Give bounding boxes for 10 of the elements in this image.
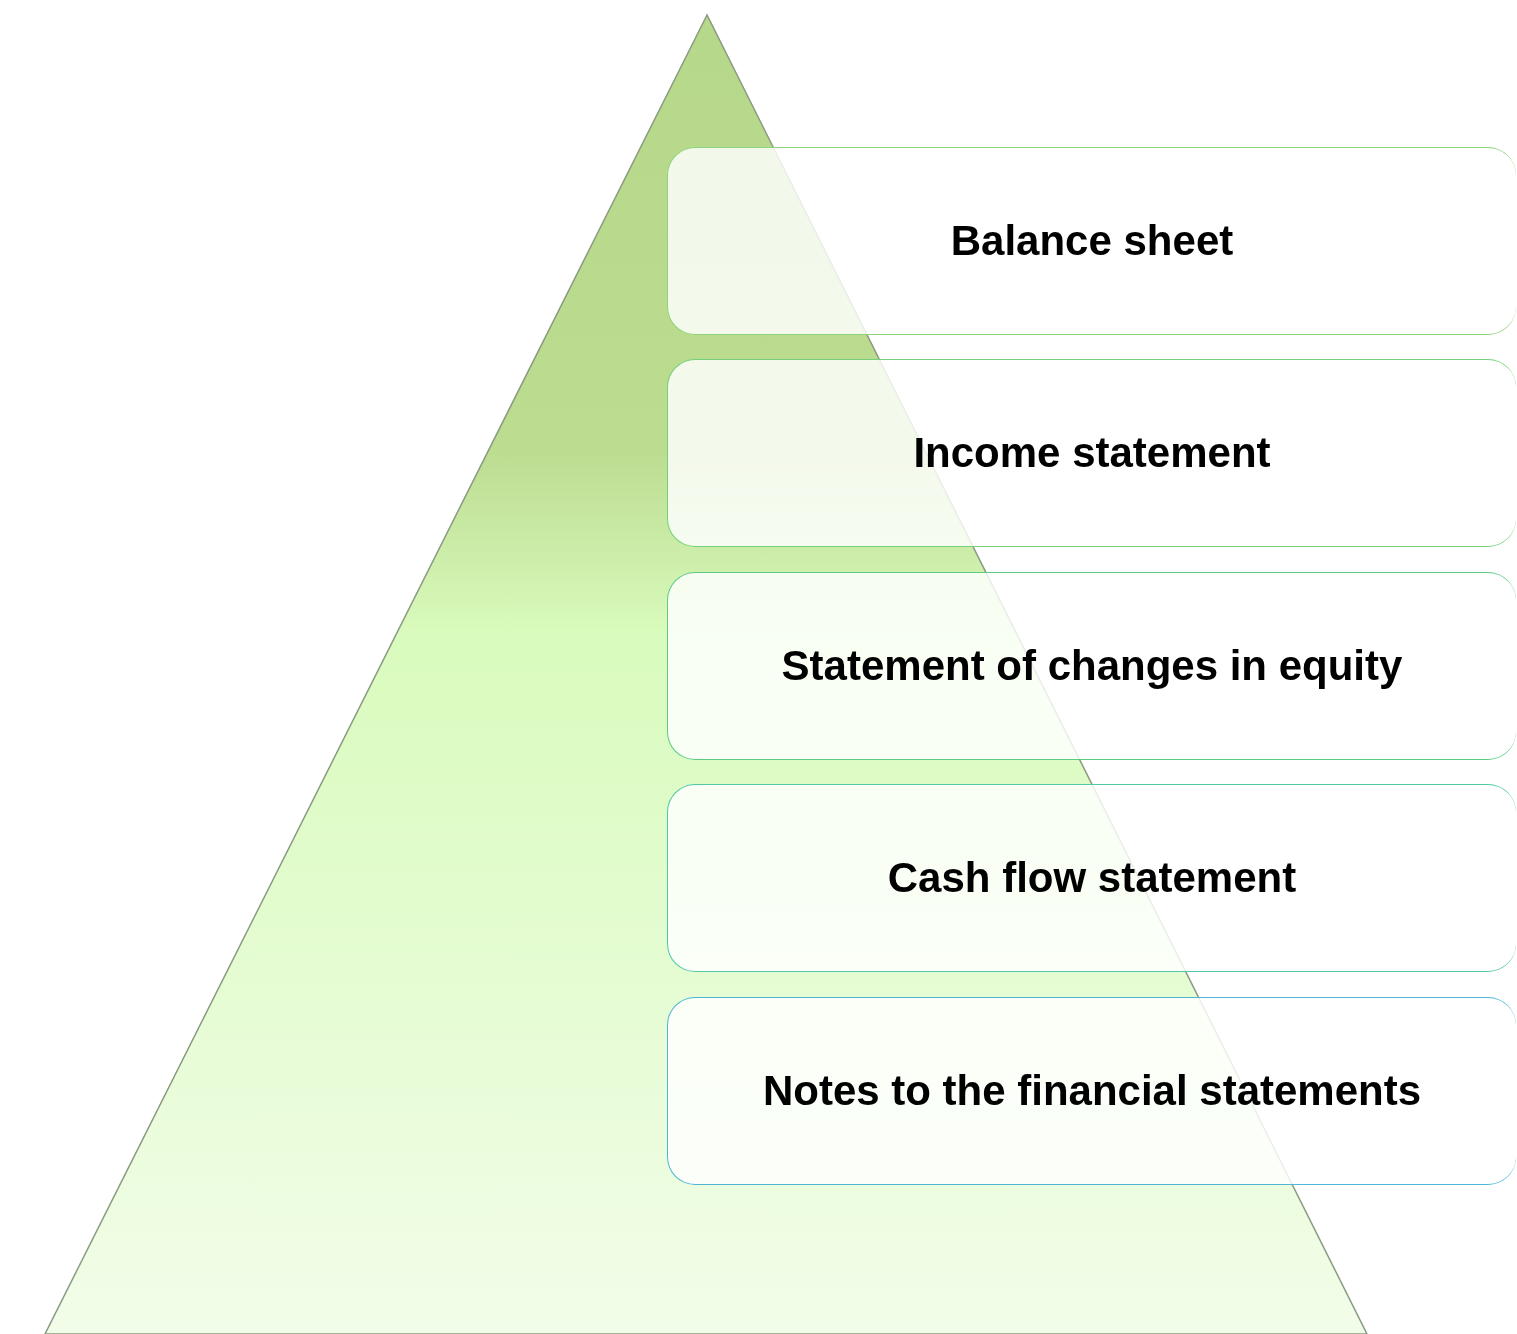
- statement-box: [667, 147, 1516, 335]
- statement-label: Balance sheet: [949, 215, 1235, 266]
- statement-label: Notes to the financial statements: [761, 1065, 1423, 1116]
- statement-box: [667, 359, 1516, 547]
- statement-box: [667, 784, 1516, 972]
- statement-label: Statement of changes in equity: [780, 640, 1404, 691]
- statement-label: Cash flow statement: [886, 852, 1298, 903]
- statement-label: Income statement: [912, 427, 1272, 478]
- statement-box: [667, 997, 1516, 1185]
- statement-box: [667, 572, 1516, 760]
